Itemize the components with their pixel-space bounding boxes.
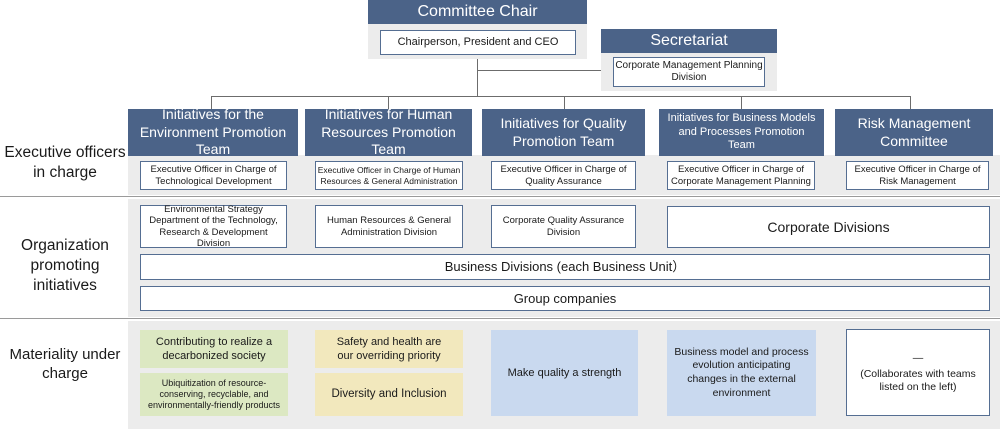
officer-box-human-resources: Executive Officer in Charge of Human Res…: [315, 161, 463, 190]
materiality-risk-dash: —: [912, 351, 924, 364]
team-header-human-resources: Initiatives for Human Resources Promotio…: [305, 106, 472, 157]
team-header-business-models: Initiatives for Business Models and Proc…: [659, 109, 824, 156]
officer-box-risk-management: Executive Officer in Charge of Risk Mana…: [846, 161, 989, 190]
row-label-organization: Organization promoting initiatives: [21, 236, 109, 295]
corporate-divisions-box: Corporate Divisions: [667, 206, 990, 248]
connector-line: [211, 96, 911, 97]
team-header-risk-management: Risk Management Committee: [835, 109, 993, 156]
officer-box-environment: Executive Officer in Charge of Technolog…: [140, 161, 287, 190]
committee-chair-header: Committee Chair: [368, 0, 587, 24]
materiality-risk-management: — (Collaborates with teams listed on the…: [846, 329, 990, 416]
organization-box-quality: Corporate Quality Assurance Division: [491, 205, 636, 248]
secretariat-header: Secretariat: [601, 29, 777, 53]
materiality-environment-decarbonized: Contributing to realize a decarbonized s…: [140, 330, 288, 368]
officer-box-quality: Executive Officer in Charge of Quality A…: [491, 161, 636, 190]
connector-line: [477, 70, 613, 71]
separator-line: [0, 318, 1000, 319]
connector-line: [741, 96, 742, 109]
row-label-materiality: Materiality under charge: [9, 345, 121, 383]
secretariat-person-box: Corporate Management Planning Division: [613, 57, 765, 87]
organization-box-human-resources: Human Resources & General Administration…: [315, 205, 463, 248]
connector-line: [388, 96, 389, 109]
organization-box-environment: Environmental Strategy Department of the…: [140, 204, 287, 249]
team-header-environment: Initiatives for the Environment Promotio…: [128, 106, 298, 157]
row-label-executives: Executive officers in charge: [4, 143, 126, 181]
business-divisions-box: Business Divisions (each Business Unit）: [140, 254, 990, 280]
connector-line: [564, 96, 565, 109]
chair-person-box: Chairperson, President and CEO: [380, 30, 576, 55]
connector-line: [477, 58, 478, 96]
materiality-environment-resources: Ubiquitization of resource-conserving, r…: [140, 373, 288, 416]
chair-person-text: Chairperson, President and CEO: [397, 35, 559, 48]
connector-line: [910, 96, 911, 109]
committee-chair-title: Committee Chair: [417, 3, 538, 20]
materiality-business-models: Business model and process evolution ant…: [667, 330, 816, 416]
materiality-quality: Make quality a strength: [491, 330, 638, 416]
team-header-quality: Initiatives for Quality Promotion Team: [482, 109, 645, 156]
group-companies-box: Group companies: [140, 286, 990, 311]
secretariat-title: Secretariat: [650, 32, 728, 49]
officer-box-business-models: Executive Officer in Charge of Corporate…: [667, 161, 815, 190]
connector-line: [211, 96, 212, 109]
materiality-hr-diversity: Diversity and Inclusion: [315, 373, 463, 416]
materiality-risk-note: (Collaborates with teams listed on the l…: [860, 368, 976, 393]
secretariat-person-text: Corporate Management Planning Division: [615, 60, 763, 83]
materiality-hr-safety: Safety and health are our overriding pri…: [315, 330, 463, 368]
separator-line: [0, 196, 1000, 197]
